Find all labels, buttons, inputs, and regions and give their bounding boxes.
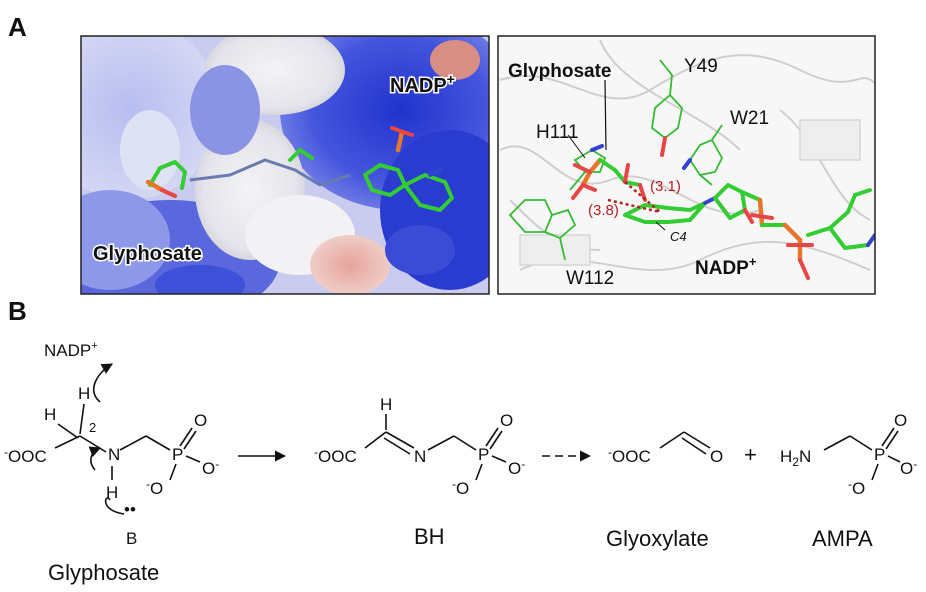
surface-nadp-label: NADP+ <box>390 71 455 97</box>
intermediate-caption: BH <box>414 524 445 549</box>
distance-label-3-8: (3.8) <box>588 202 619 219</box>
hydride-transfer-arrow <box>93 363 113 403</box>
glyphosate-structure: NADP+ H H 2 -OOC N H •• B P O O- <box>4 340 219 548</box>
imine-n-label: N <box>414 447 426 466</box>
residue-w112-label: W112 <box>566 268 614 289</box>
ampa-p-label: P <box>874 445 885 464</box>
residue-y49-label: Y49 <box>684 56 718 77</box>
carboxylate-glyoxylate-label: -OOC <box>608 445 651 466</box>
surface-panel-frame <box>80 35 490 295</box>
plus-sign: + <box>744 442 757 467</box>
atom-c4-label: C4 <box>670 229 687 244</box>
imine-o-minus-bottom: -O <box>452 477 469 498</box>
glyphosate-o-minus-right: O- <box>202 457 219 478</box>
imine-intermediate-structure: H -OOC N P O O- -O <box>314 395 525 498</box>
panel-label-a: A <box>8 12 27 42</box>
ampa-h2n-label: H2N <box>780 447 811 469</box>
panel-label-b: B <box>8 296 27 326</box>
c2-locant-label: 2 <box>89 420 96 435</box>
base-arrow-stem <box>104 497 125 515</box>
active-site-panel-frame <box>497 35 876 295</box>
glyphosate-n-label: N <box>108 445 120 464</box>
ampa-o-minus-bottom: -O <box>848 477 865 498</box>
nadp-cofactor-label: NADP+ <box>44 340 98 360</box>
active-site-glyphosate-label: Glyphosate <box>508 61 611 82</box>
imine-o-minus-right: O- <box>508 457 525 478</box>
base-lone-pair: •• <box>124 500 136 519</box>
imine-p-label: P <box>478 445 489 464</box>
nh-h-label: H <box>106 483 118 502</box>
glyoxylate-o-label: O <box>710 447 723 466</box>
active-site-nadp-label: NADP+ <box>695 254 757 279</box>
residue-h111-label: H111 <box>536 122 579 143</box>
proton-push-arrow <box>88 446 102 471</box>
residue-w21-label: W21 <box>730 108 769 129</box>
glyphosate-p-label: P <box>172 445 183 464</box>
ampa-structure: H2N P O O- -O <box>780 411 917 498</box>
surface-panel: Glyphosate NADP+ <box>81 36 489 294</box>
glyphosate-o-minus-bottom: -O <box>146 477 163 498</box>
carboxylate-left-label: -OOC <box>4 445 47 466</box>
carboxylate-middle-label: -OOC <box>314 445 357 466</box>
distance-label-3-1: (3.1) <box>650 178 681 195</box>
imine-o-double-label: O <box>500 411 513 430</box>
imine-h-label: H <box>380 395 392 414</box>
glyoxylate-caption: Glyoxylate <box>606 526 709 551</box>
glyphosate-o-double-label: O <box>194 411 207 430</box>
active-site-panel: Glyphosate Y49 H111 W21 W112 (3.1) (3.8)… <box>498 36 875 294</box>
glyoxylate-structure: -OOC O <box>608 431 723 466</box>
ampa-o-minus-right: O- <box>900 457 917 478</box>
ampa-o-double-label: O <box>894 411 907 430</box>
ampa-caption: AMPA <box>812 526 873 551</box>
c2-h-label: H <box>44 405 56 424</box>
surface-glyphosate-label: Glyphosate <box>93 243 202 265</box>
base-b-label: B <box>126 529 137 548</box>
hydride-h-label: H <box>78 384 90 403</box>
reaction-scheme: NADP+ H H 2 -OOC N H •• B P O O- <box>4 340 917 585</box>
glyphosate-caption: Glyphosate <box>48 560 159 585</box>
